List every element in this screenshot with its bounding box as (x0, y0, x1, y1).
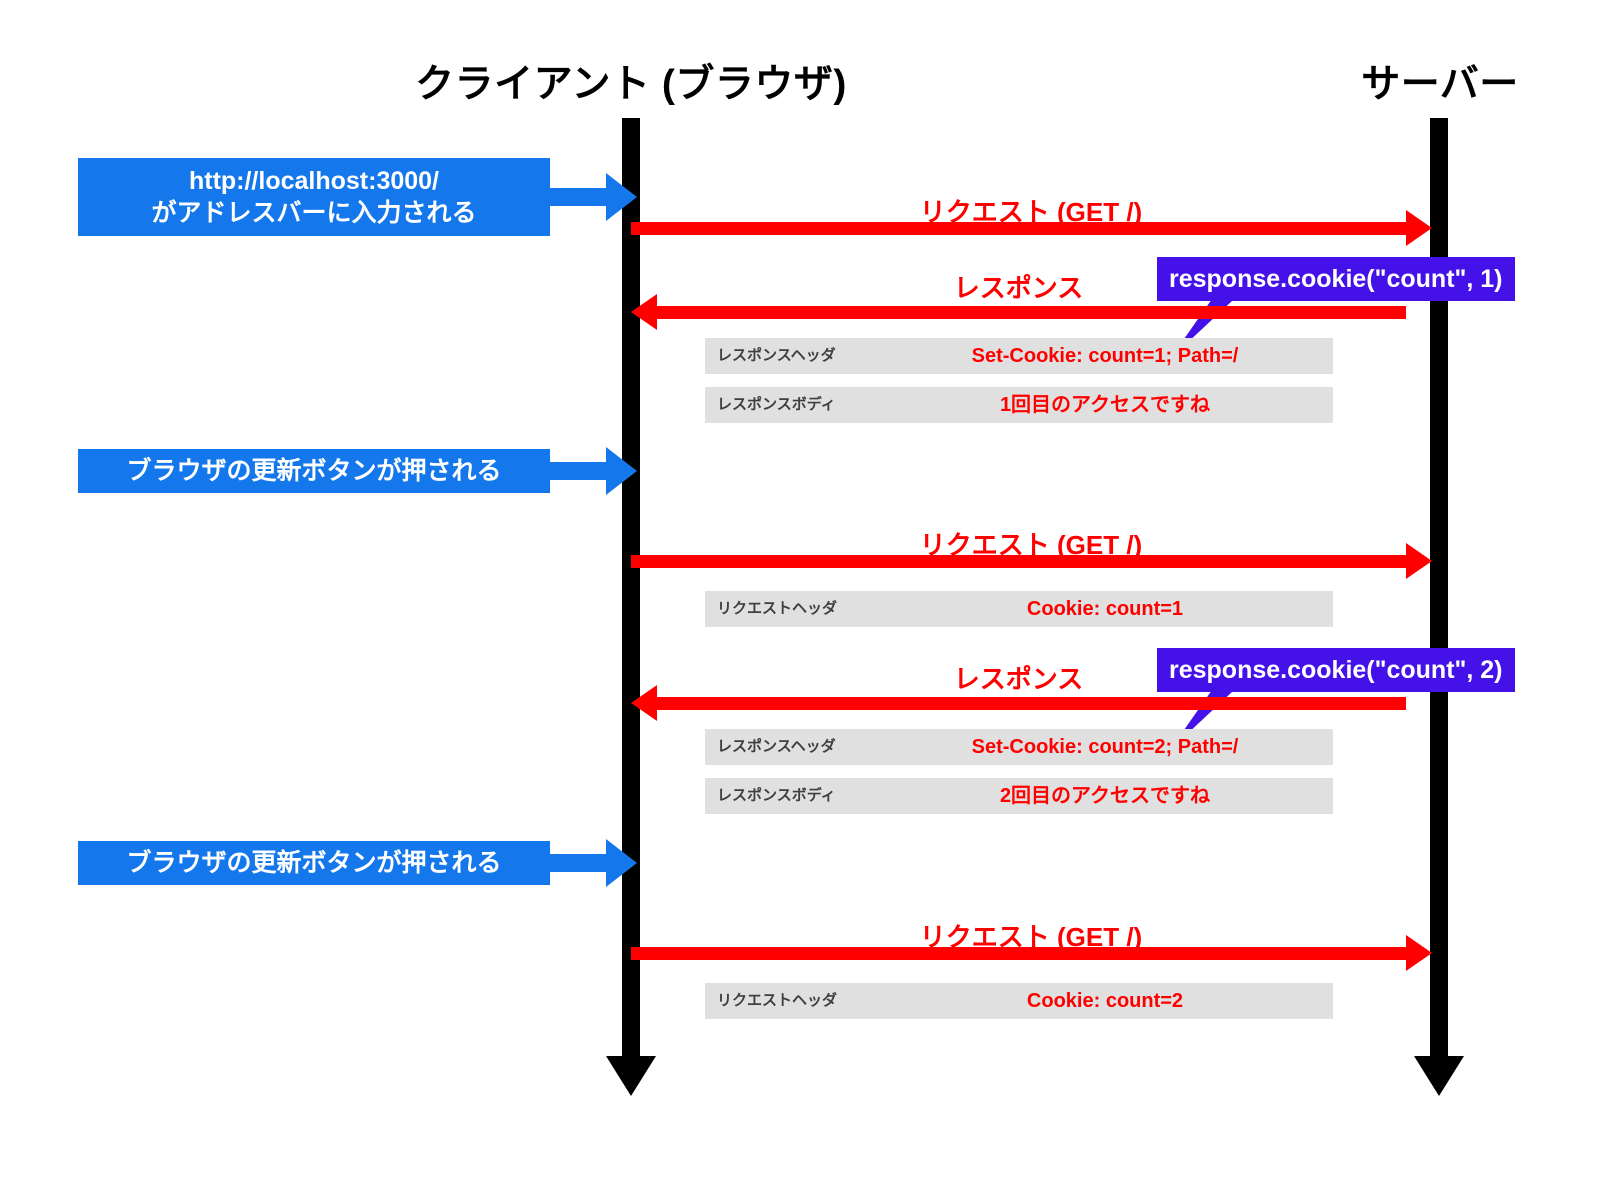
lifeline-server-arrowhead-icon (1414, 1056, 1464, 1096)
event-arrow-line-3 (550, 854, 606, 872)
message-line-request-2 (631, 555, 1406, 568)
detail-row-key: レスポンスボディ (717, 787, 836, 804)
message-line-response-1 (657, 306, 1406, 319)
message-arrowhead-icon-response-1 (631, 294, 657, 330)
lifeline-client (622, 118, 640, 1060)
detail-row-value: Cookie: count=2 (1026, 990, 1184, 1012)
event-box-line1: ブラウザの更新ボタンが押される (126, 457, 502, 485)
message-arrowhead-icon-request-3 (1406, 935, 1432, 971)
detail-row: リクエストヘッダ Cookie: count=1 (705, 591, 1333, 627)
detail-row-key: リクエストヘッダ (717, 600, 838, 617)
message-label-response-1: レスポンス (953, 273, 1084, 303)
participant-label-server: サーバー (1361, 63, 1519, 106)
message-arrowhead-icon-request-1 (1406, 210, 1432, 246)
detail-row-key: リクエストヘッダ (717, 992, 838, 1009)
detail-row-value: 1回目のアクセスですね (999, 394, 1211, 416)
event-arrow-line-1 (550, 188, 606, 206)
event-box-line1: http://localhost:3000/ (188, 167, 440, 195)
detail-row-value: Cookie: count=1 (1026, 598, 1184, 620)
event-arrow-head-icon-3 (606, 839, 637, 887)
detail-row-value: Set-Cookie: count=1; Path=/ (971, 345, 1239, 367)
event-arrow-head-icon-1 (606, 173, 637, 221)
detail-row: リクエストヘッダ Cookie: count=2 (705, 983, 1333, 1019)
message-arrowhead-icon-request-2 (1406, 543, 1432, 579)
detail-row-value: Set-Cookie: count=2; Path=/ (971, 736, 1239, 758)
message-label-response-2: レスポンス (953, 664, 1084, 694)
event-arrow-line-2 (550, 462, 606, 480)
event-box-refresh-1: ブラウザの更新ボタンが押される (78, 449, 550, 493)
detail-row-key: レスポンスヘッダ (717, 738, 836, 755)
detail-row: レスポンスボディ 1回目のアクセスですね (705, 387, 1333, 423)
detail-row: レスポンスボディ 2回目のアクセスですね (705, 778, 1333, 814)
message-arrowhead-icon-response-2 (631, 685, 657, 721)
event-box-url-entered: http://localhost:3000/ がアドレスバーに入力される (78, 158, 550, 236)
detail-row-key: レスポンスヘッダ (717, 347, 836, 364)
message-line-response-2 (657, 697, 1406, 710)
callout-response-cookie-2: response.cookie("count", 2) (1157, 648, 1515, 692)
lifeline-server (1430, 118, 1448, 1060)
message-line-request-1 (631, 222, 1406, 235)
event-arrow-head-icon-2 (606, 447, 637, 495)
participant-label-client: クライアント (ブラウザ) (415, 63, 847, 106)
detail-row-key: レスポンスボディ (717, 396, 836, 413)
event-box-line2: がアドレスバーに入力される (151, 199, 477, 227)
detail-row-value: 2回目のアクセスですね (999, 785, 1211, 807)
event-box-line1: ブラウザの更新ボタンが押される (126, 849, 502, 877)
message-line-request-3 (631, 947, 1406, 960)
callout-response-cookie-1: response.cookie("count", 1) (1157, 257, 1515, 301)
detail-row: レスポンスヘッダ Set-Cookie: count=1; Path=/ (705, 338, 1333, 374)
lifeline-client-arrowhead-icon (606, 1056, 656, 1096)
detail-row: レスポンスヘッダ Set-Cookie: count=2; Path=/ (705, 729, 1333, 765)
event-box-refresh-2: ブラウザの更新ボタンが押される (78, 841, 550, 885)
